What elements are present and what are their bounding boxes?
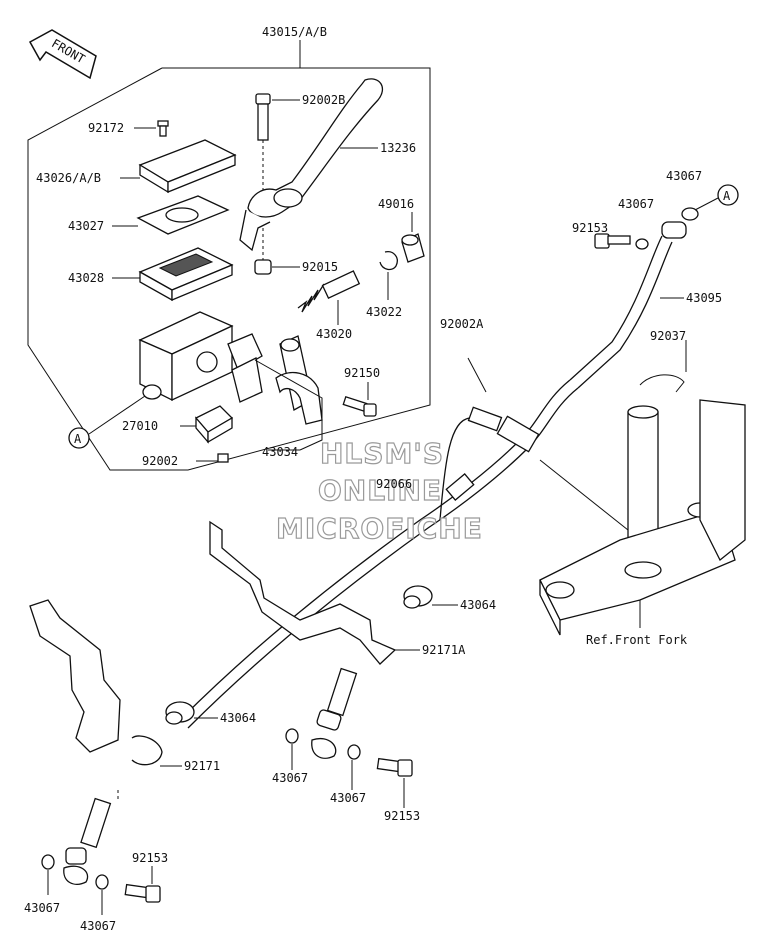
diaphragm-plate (136, 195, 230, 235)
bolt-92150 (342, 395, 377, 417)
label-43020: 43020 (316, 327, 352, 341)
label-43027: 43027 (68, 219, 104, 233)
seal-43022 (379, 251, 398, 271)
callout-a-left (68, 427, 90, 449)
label-43015: 43015/A/B (262, 25, 327, 39)
label-49016: 49016 (378, 197, 414, 211)
label-43067-b: 43067 (618, 197, 654, 211)
watermark-line-3: MICROFICHE (276, 512, 483, 545)
label-43095: 43095 (686, 291, 722, 305)
label-27010: 27010 (122, 419, 158, 433)
callout-a-right-text: A (723, 189, 731, 203)
front-arrow-icon: FRONT (28, 29, 97, 80)
label-92066: 92066 (376, 477, 412, 491)
callout-a-left-text: A (74, 432, 82, 446)
label-92037: 92037 (650, 329, 686, 343)
label-92150: 92150 (344, 366, 380, 380)
label-13236: 13236 (380, 141, 416, 155)
watermark-line-2: ONLINE (318, 474, 442, 507)
banjo-lower-right (285, 667, 413, 777)
label-43064-b: 43064 (220, 711, 256, 725)
label-43028: 43028 (68, 271, 104, 285)
label-92153-a: 92153 (572, 221, 608, 235)
hose-43095 (569, 235, 663, 381)
screw-92002 (217, 453, 229, 463)
three-way-joint (445, 406, 540, 501)
label-43067-c: 43067 (272, 771, 308, 785)
label-ref-front-fork: Ref.Front Fork (586, 633, 688, 647)
watermark-line-1: HLSM'S (320, 437, 444, 470)
label-92172: 92172 (88, 121, 124, 135)
label-43026: 43026/A/B (36, 171, 101, 185)
bracket-lower (29, 599, 121, 753)
master-cylinder-body (138, 311, 263, 403)
banjo-lower-left (41, 797, 161, 903)
brake-switch (194, 405, 234, 444)
banjo-upper (594, 207, 699, 250)
label-43067-e: 43067 (24, 901, 60, 915)
label-43067-a: 43067 (666, 169, 702, 183)
grommet-43064-lower (165, 701, 195, 725)
label-43034: 43034 (262, 445, 298, 459)
diaphragm (138, 247, 234, 302)
label-92002: 92002 (142, 454, 178, 468)
bracket-upper (209, 520, 397, 665)
label-92015: 92015 (302, 260, 338, 274)
label-92171a: 92171A (422, 643, 466, 657)
label-92153-c: 92153 (132, 851, 168, 865)
nut-92015 (254, 228, 272, 275)
reservoir-cap (138, 139, 237, 194)
label-43067-d: 43067 (330, 791, 366, 805)
label-92153-b: 92153 (384, 809, 420, 823)
watermark: HLSM'S ONLINE MICROFICHE (275, 436, 483, 545)
label-43022: 43022 (366, 305, 402, 319)
label-92171: 92171 (184, 759, 220, 773)
front-fork-stem (539, 405, 736, 636)
label-43064-a: 43064 (460, 598, 496, 612)
screw-92172 (157, 120, 169, 137)
assembly-frame (27, 67, 431, 471)
grommet-43064-upper (403, 585, 433, 609)
label-43067-f: 43067 (80, 919, 116, 933)
fork-tube-right (699, 399, 746, 562)
clamp (275, 335, 323, 425)
boot-49016 (401, 233, 425, 263)
brake-lever (239, 78, 383, 252)
label-92002b: 92002B (302, 93, 345, 107)
label-92002a: 92002A (440, 317, 484, 331)
piston-spring (297, 270, 361, 313)
brake-hose-main (179, 379, 571, 721)
callout-a-right (717, 184, 739, 206)
banjo-92037 (639, 374, 685, 393)
